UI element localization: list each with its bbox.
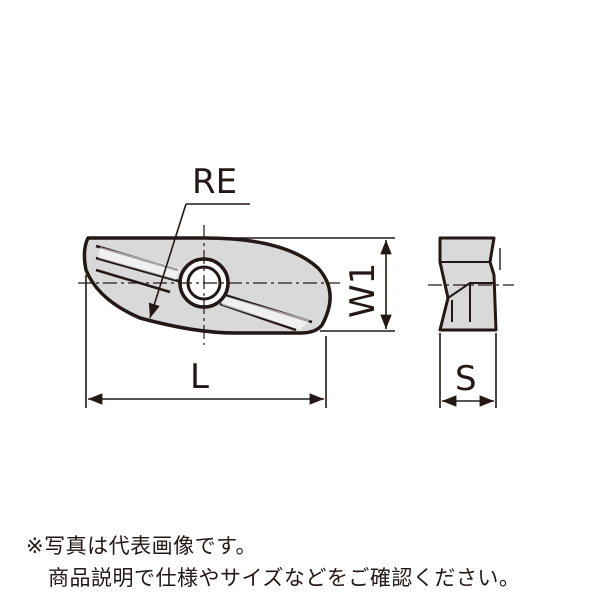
check-specification-note: 商品説明で仕様やサイズなどをご確認ください。 xyxy=(48,566,521,590)
length-dimension: L xyxy=(85,275,327,408)
chip-breaker-band xyxy=(98,247,310,330)
representative-image-note: ※写真は代表画像です。 xyxy=(26,534,257,558)
s-label: S xyxy=(455,359,477,399)
corner-radius-callout: RE xyxy=(148,162,250,319)
thickness-dimension: S xyxy=(439,333,497,408)
l-label: L xyxy=(190,357,209,397)
w1-label: W1 xyxy=(343,263,383,318)
width-dimension: W1 xyxy=(206,237,395,332)
insert-dimension-drawing: RE L W1 S xyxy=(78,162,514,408)
insert-side-view xyxy=(428,236,514,332)
re-label: RE xyxy=(192,162,237,202)
re-leader-arrow xyxy=(148,203,187,319)
side-view-detail xyxy=(440,261,494,322)
insert-front-view xyxy=(78,225,340,345)
